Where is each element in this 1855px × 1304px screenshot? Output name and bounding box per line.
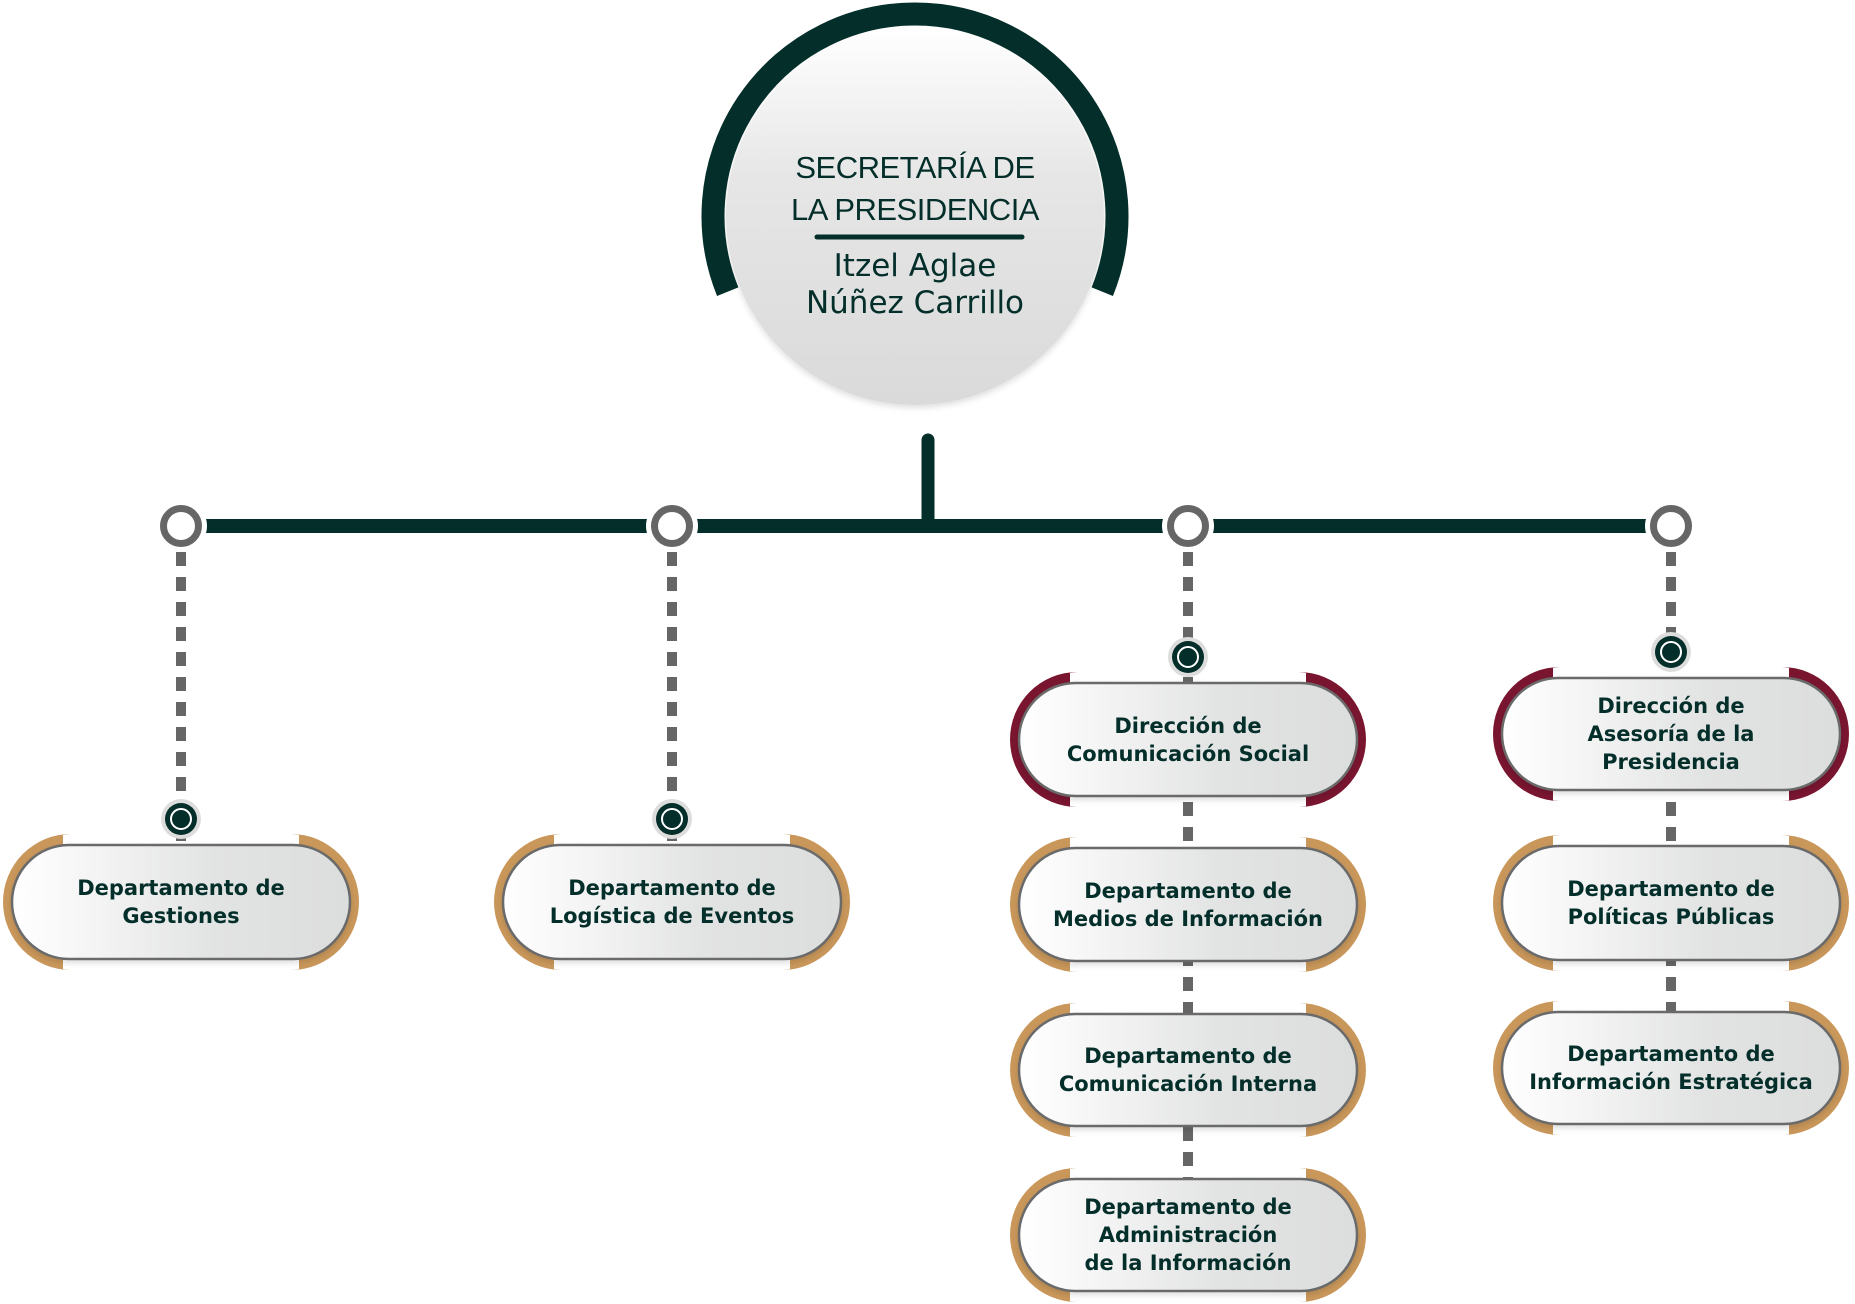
unit-label-line: Comunicación Interna	[1058, 1072, 1318, 1096]
head-title-line1: SECRETARÍA DE	[795, 150, 1035, 185]
dot-inner-ring	[1177, 646, 1199, 668]
department-box	[3, 834, 359, 970]
unit-label-text: Departamento de Logística de Eventos	[550, 874, 794, 930]
unit-label: Dirección de Asesoría de la Presidencia	[1502, 678, 1840, 790]
direction-box	[1493, 667, 1849, 801]
unit-label-line: de la Información	[1084, 1251, 1292, 1275]
unit-label-text: Departamento de Medios de Información	[1053, 877, 1323, 933]
unit-label: Departamento de Información Estratégica	[1502, 1012, 1840, 1124]
dot-node-icon	[1655, 636, 1687, 668]
ring-node-icon	[160, 505, 202, 547]
department-box	[494, 834, 850, 970]
ring-node-icon	[1650, 505, 1692, 547]
unit-label-line: Información Estratégica	[1529, 1070, 1813, 1094]
head-circle	[726, 27, 1104, 405]
unit-label-line: Administración	[1098, 1223, 1278, 1247]
unit-label: Dirección de Comunicación Social	[1019, 683, 1357, 796]
unit-pill	[1500, 1010, 1842, 1126]
unit-label-line: Departamento de	[1567, 877, 1775, 901]
department-box	[1010, 837, 1366, 972]
unit-label-text: Departamento de Información Estratégica	[1529, 1040, 1813, 1096]
unit-label-text: Dirección de Asesoría de la Presidencia	[1588, 692, 1755, 776]
unit-label-line: Departamento de	[77, 876, 285, 900]
direction-box	[1010, 672, 1366, 807]
department-box	[1010, 1168, 1366, 1302]
unit-label-line: Políticas Públicas	[1567, 905, 1775, 929]
dot-inner-ring	[661, 808, 683, 830]
department-box	[1493, 835, 1849, 971]
unit-pill	[1017, 681, 1359, 798]
head-title-line2: LA PRESIDENCIA	[791, 192, 1039, 227]
head-name-line2: Núñez Carrillo	[805, 285, 1025, 321]
unit-label: Departamento de Gestiones	[12, 845, 350, 959]
unit-label-line: Gestiones	[122, 904, 240, 928]
unit-label-text: Departamento de Administración de la Infor…	[1084, 1193, 1292, 1277]
branch-asesoria	[1493, 500, 1849, 1135]
ring-node-icon	[651, 505, 693, 547]
unit-pill	[1017, 1177, 1359, 1293]
unit-label-line: Departamento de	[1567, 1042, 1775, 1066]
department-box	[1493, 1001, 1849, 1135]
unit-label-line: Asesoría de la	[1587, 722, 1755, 746]
unit-label: Departamento de Comunicación Interna	[1019, 1014, 1357, 1126]
unit-pill	[1500, 844, 1842, 962]
unit-label-line: Comunicación Social	[1066, 741, 1310, 766]
dot-node-icon	[656, 803, 688, 835]
unit-label-line: Dirección de	[1114, 713, 1262, 738]
head-node	[701, 2, 1129, 405]
unit-label-line: Departamento de	[1084, 878, 1292, 903]
dot-node-icon	[165, 803, 197, 835]
unit-label: Departamento de Políticas Públicas	[1502, 846, 1840, 960]
unit-label: Departamento de Medios de Información	[1019, 848, 1357, 961]
unit-label: Departamento de Administración de la Infor…	[1019, 1179, 1357, 1291]
branch-logistica	[494, 500, 850, 970]
unit-label-text: Departamento de Políticas Públicas	[1567, 875, 1775, 931]
unit-label-line: Presidencia	[1602, 750, 1740, 774]
dot-inner-ring	[170, 808, 192, 830]
unit-label-line: Logística de Eventos	[549, 904, 795, 928]
branches	[3, 500, 1849, 1302]
unit-pill	[1017, 846, 1359, 963]
unit-pill	[1500, 676, 1842, 792]
unit-label-line: Departamento de	[1084, 1044, 1292, 1068]
unit-label-line: Medios de Información	[1053, 906, 1323, 931]
unit-label-text: Dirección de Comunicación Social	[1067, 712, 1309, 768]
unit-label-line: Departamento de	[1084, 1195, 1292, 1219]
unit-label: Departamento de Logística de Eventos	[503, 845, 841, 959]
unit-label-text: Departamento de Comunicación Interna	[1059, 1042, 1317, 1098]
unit-pill	[501, 843, 843, 961]
dot-inner-ring	[1660, 641, 1682, 663]
department-box	[1010, 1003, 1366, 1137]
branch-comunicacion-social	[1010, 500, 1366, 1302]
head-arc	[701, 2, 1129, 296]
branch-gestiones	[3, 500, 359, 970]
head-name-line1: Itzel Aglae	[833, 248, 997, 284]
unit-label-line: Departamento de	[568, 876, 776, 900]
unit-pill	[10, 843, 352, 961]
unit-label-text: Departamento de Gestiones	[77, 874, 285, 930]
unit-label-line: Dirección de	[1597, 694, 1745, 718]
unit-pill	[1017, 1012, 1359, 1128]
ring-node-icon	[1167, 505, 1209, 547]
dot-node-icon	[1172, 641, 1204, 673]
